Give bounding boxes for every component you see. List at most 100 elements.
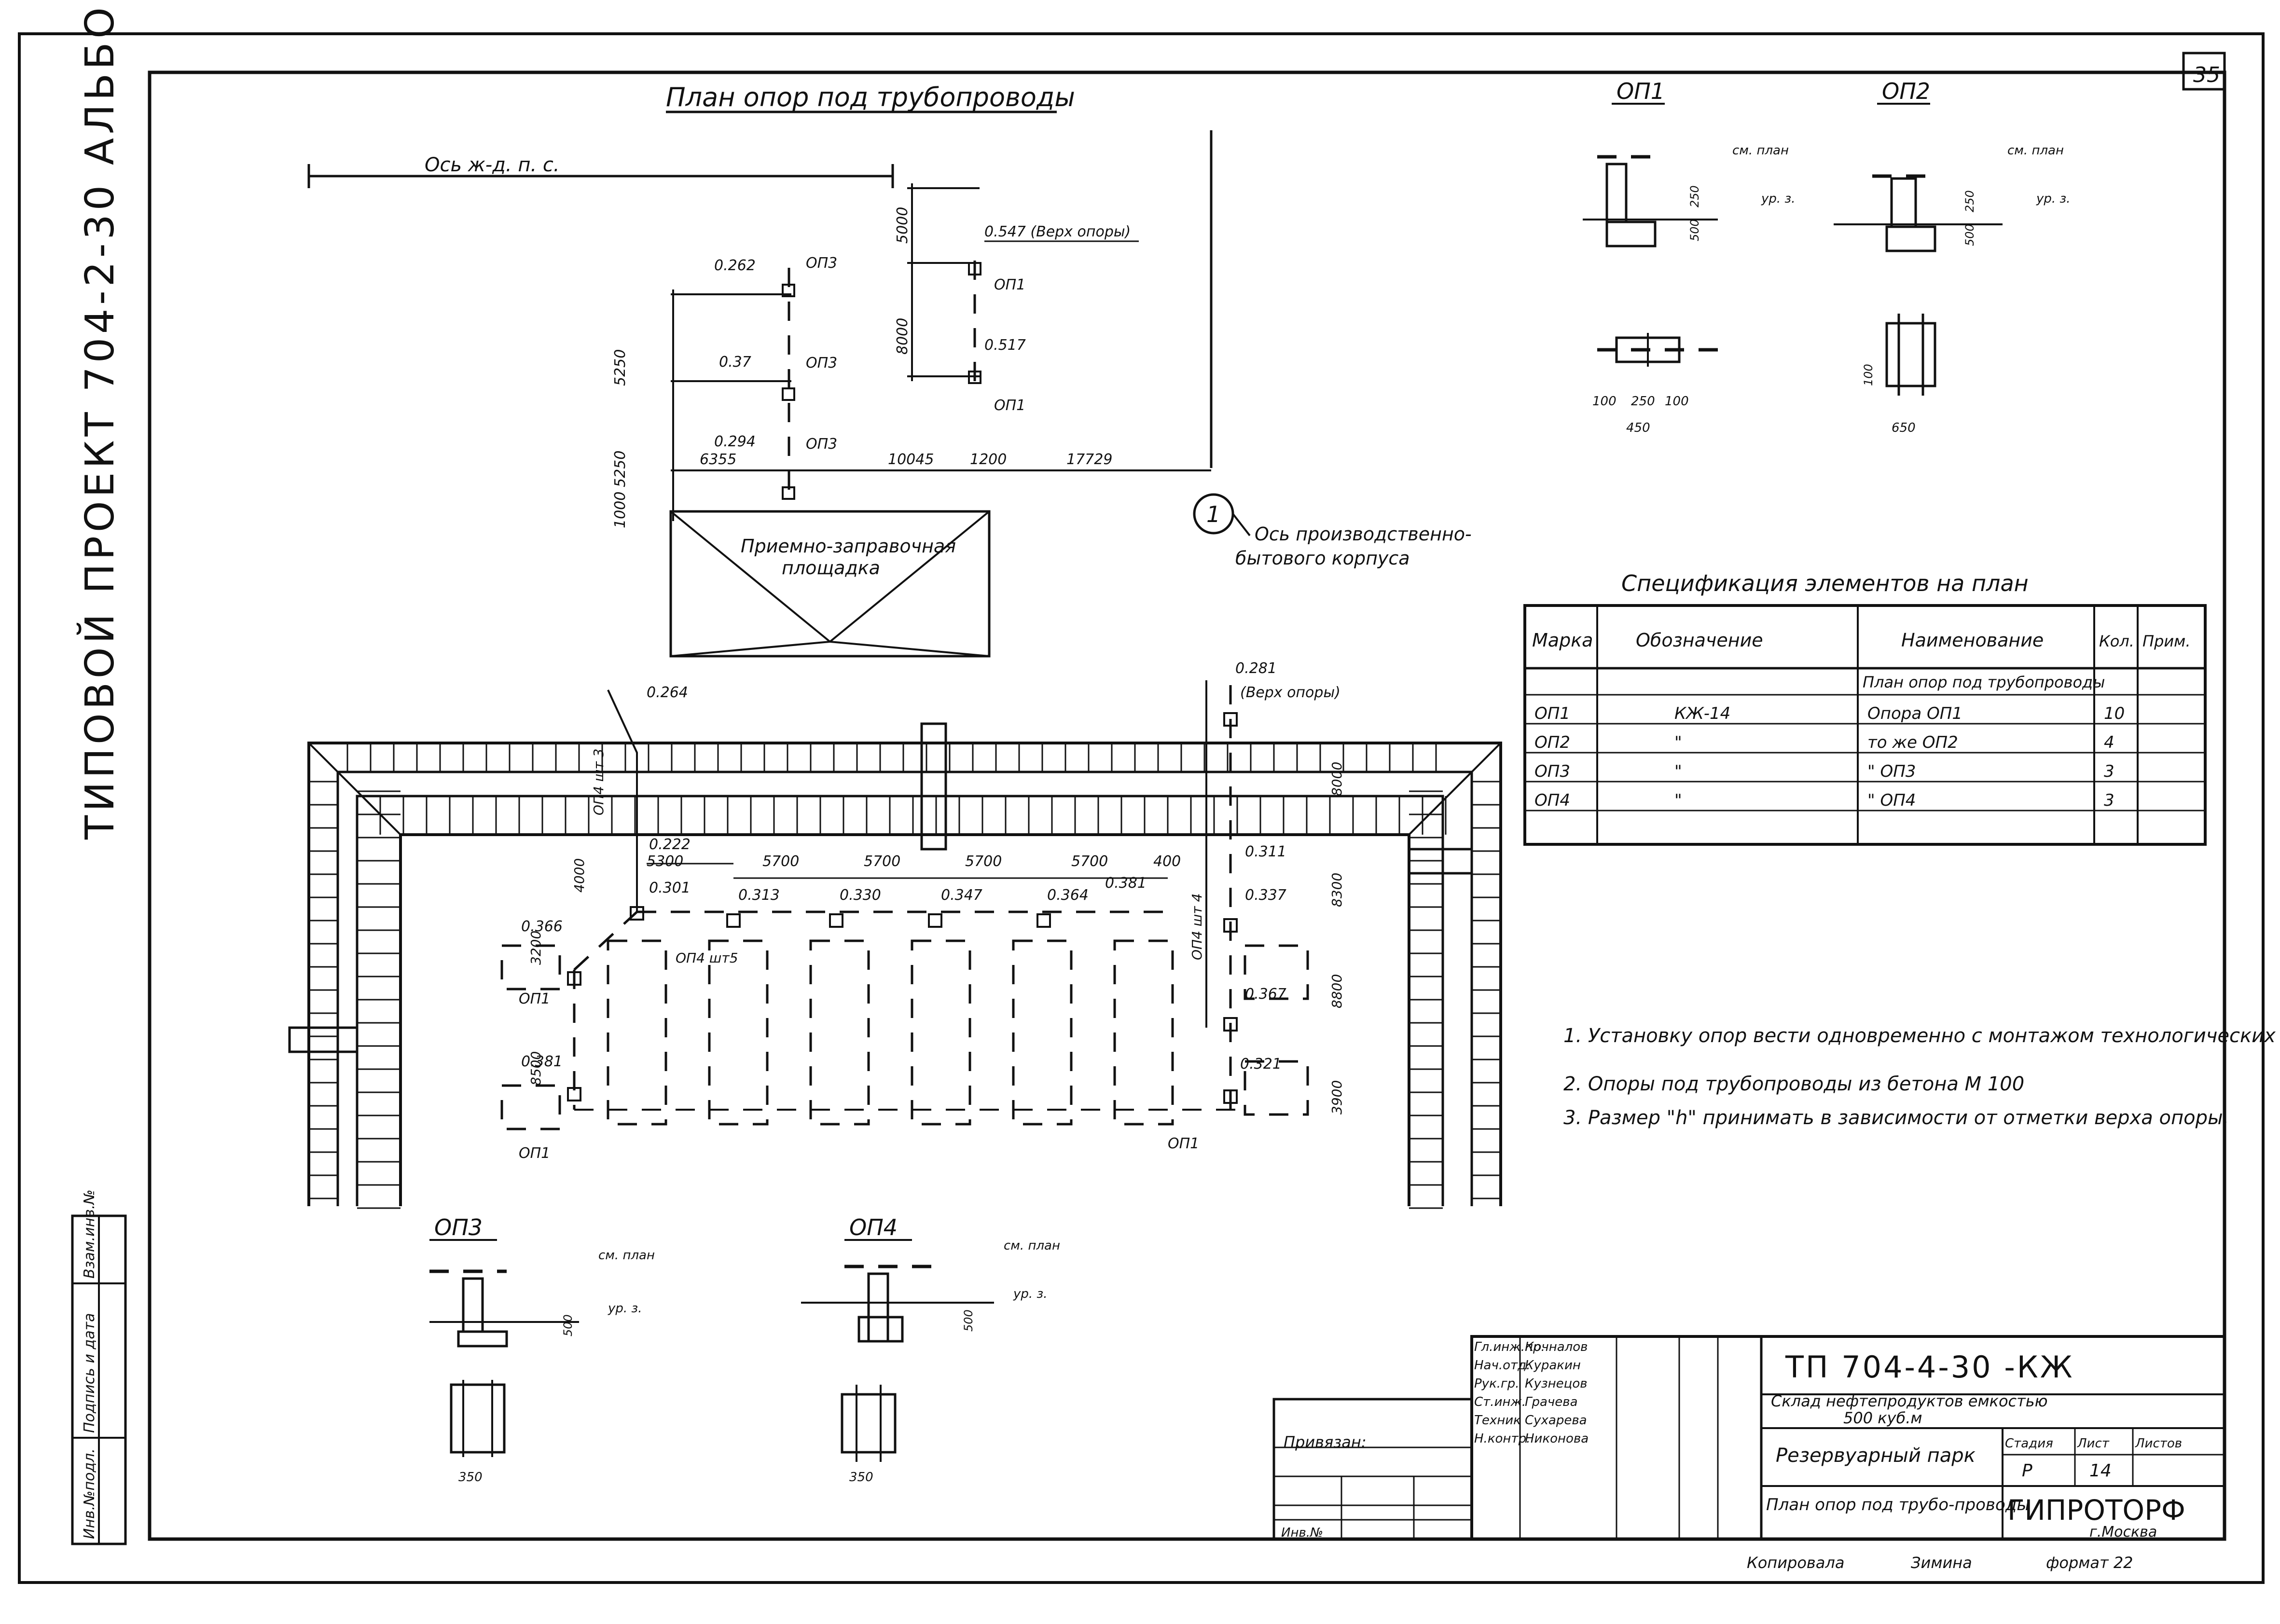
spec-header-qty: Кол. bbox=[2099, 632, 2134, 650]
spec-cell: 3 bbox=[2104, 762, 2114, 781]
op3-ground-label: см. план bbox=[598, 1248, 655, 1263]
spec-cell: 4 bbox=[2104, 733, 2114, 752]
stamp-inv: Инв.№подл. bbox=[81, 1448, 98, 1539]
plan-title: План опор под трубопроводы bbox=[666, 82, 1075, 112]
sheet-value: 14 bbox=[2089, 1461, 2112, 1481]
op2-title: ОП2 bbox=[1882, 78, 1930, 104]
svg-text:500: 500 bbox=[1963, 224, 1976, 246]
embankment-hatching bbox=[309, 743, 1501, 1209]
detail-op2: ОП2 см. план ур. з. 250 500 100 650 bbox=[1834, 78, 2071, 435]
lower-plan-labels: 0.264 0.281 (Верх опоры) 0.222 5300 0.30… bbox=[519, 660, 1345, 1162]
elev-0313: 0.313 bbox=[738, 887, 780, 904]
inv-label: Инв.№ bbox=[1281, 1526, 1323, 1540]
signer-name: Никонова bbox=[1525, 1431, 1589, 1446]
elev-0294: 0.294 bbox=[714, 433, 756, 450]
dim-10045: 10045 bbox=[888, 451, 934, 468]
op4-3-label: ОП4 шт 3 bbox=[591, 749, 607, 815]
spec-table: Марка Обозначение Наименование Кол. Прим… bbox=[1523, 604, 2207, 846]
elev-0366: 0.366 bbox=[521, 918, 563, 935]
upper-op3-a: ОП3 bbox=[806, 255, 837, 272]
elev-0330: 0.330 bbox=[840, 887, 881, 904]
dim-6355: 6355 bbox=[700, 451, 736, 468]
side-title: ТИПОВОЙ ПРОЕКТ 704-2-30 АЛЬБОМ I bbox=[76, 0, 123, 840]
stamp-sign-date: Подпись и дата bbox=[81, 1313, 98, 1433]
spec-header-name: Наименование bbox=[1901, 630, 2044, 651]
op3-title: ОП3 bbox=[434, 1214, 483, 1240]
elev-0381: 0.381 bbox=[1105, 875, 1147, 892]
svg-text:500: 500 bbox=[962, 1309, 975, 1332]
page-number: 35 bbox=[2193, 63, 2220, 87]
signer-name: Сухарева bbox=[1525, 1413, 1587, 1428]
op1-level-label: ур. з. bbox=[1761, 192, 1796, 206]
spec-title: Спецификация элементов на план bbox=[1621, 570, 2029, 596]
elev-0347: 0.347 bbox=[941, 887, 982, 904]
spec-cell: " bbox=[1674, 762, 1682, 781]
object-name-1: Склад нефтепродуктов емкостью bbox=[1771, 1392, 2048, 1410]
elev-0301: 0.301 bbox=[649, 880, 691, 896]
elev-0337: 0.337 bbox=[1245, 887, 1286, 904]
elev-037: 0.37 bbox=[719, 354, 751, 371]
tank-farm-embankment bbox=[288, 722, 1502, 1206]
dim-5250a: 5250 bbox=[612, 349, 629, 386]
spec-group-row: План опор под трубопроводы bbox=[1863, 673, 2105, 691]
dim-3200: 3200 bbox=[528, 931, 544, 965]
lower-op1-a: ОП1 bbox=[519, 991, 550, 1007]
signer-role: Техник bbox=[1474, 1413, 1521, 1428]
signer-name: Кочналов bbox=[1525, 1340, 1588, 1354]
op4-5-label: ОП4 шт5 bbox=[676, 950, 738, 966]
dim-5700d: 5700 bbox=[1071, 853, 1108, 870]
svg-text:100: 100 bbox=[1592, 394, 1617, 409]
signer-role: Н.контр. bbox=[1474, 1431, 1530, 1446]
part-name: Резервуарный парк bbox=[1776, 1445, 1976, 1467]
sheet-header: Лист bbox=[2077, 1436, 2110, 1451]
detail-op1: ОП1 см. план ур. з. 250 500 100 250 100 … bbox=[1583, 78, 1796, 435]
op1-ground-label: см. план bbox=[1732, 143, 1789, 158]
dim-8300: 8300 bbox=[1329, 873, 1345, 907]
op1-title: ОП1 bbox=[1617, 78, 1665, 104]
note-3: 3. Размер "h" принимать в зависимости от… bbox=[1563, 1107, 2229, 1129]
left-stamp: Инв.№подл. Подпись и дата Взам.инв.№ bbox=[71, 1189, 127, 1545]
dim-8800: 8800 bbox=[1329, 974, 1345, 1008]
signer-role: Гл.инж.пр. bbox=[1474, 1340, 1545, 1354]
title-block-signers: Гл.инж.пр.КочналовНач.отд.КуракинРук.гр.… bbox=[1474, 1340, 1589, 1446]
signer-role: Нач.отд. bbox=[1474, 1358, 1530, 1373]
op4-4-label: ОП4 шт 4 bbox=[1189, 894, 1205, 960]
dim-400: 400 bbox=[1153, 853, 1181, 870]
dim-8000-lower: 8000 bbox=[1329, 762, 1345, 796]
note-1: 1. Установку опор вести одновременно с м… bbox=[1563, 1025, 2280, 1047]
elev-0281: 0.281 bbox=[1235, 660, 1277, 677]
spec-cell: ОП2 bbox=[1534, 733, 1570, 752]
upper-op3-b: ОП3 bbox=[806, 355, 837, 372]
dim-5700c: 5700 bbox=[965, 853, 1002, 870]
dim-17729: 17729 bbox=[1066, 451, 1112, 468]
svg-text:650: 650 bbox=[1892, 421, 1916, 435]
svg-text:500: 500 bbox=[1688, 219, 1701, 241]
inner-frame bbox=[148, 70, 2226, 1541]
svg-text:350: 350 bbox=[458, 1470, 483, 1485]
platform-label-1: Приемно-заправочная bbox=[741, 536, 956, 557]
op4-title: ОП4 bbox=[849, 1214, 898, 1240]
spec-header-mark: Марка bbox=[1532, 630, 1593, 651]
dim-5700a: 5700 bbox=[762, 853, 799, 870]
spec-cell: " ОП4 bbox=[1867, 791, 1916, 810]
dim-5300: 5300 bbox=[647, 853, 683, 870]
spec-cell: то же ОП2 bbox=[1867, 733, 1958, 752]
signer-role: Рук.гр. bbox=[1474, 1376, 1519, 1391]
svg-text:250: 250 bbox=[1963, 190, 1976, 212]
notes: 1. Установку опор вести одновременно с м… bbox=[1563, 1025, 2280, 1129]
drawing-code: ТП 704-4-30 -КЖ bbox=[1785, 1349, 2074, 1385]
organization: ГИПРОТОРФ bbox=[2007, 1494, 2185, 1527]
page-number-box bbox=[2182, 52, 2226, 91]
lower-op1-b: ОП1 bbox=[519, 1145, 550, 1162]
copier-name: Зимина bbox=[1911, 1554, 1972, 1572]
dim-1000: 1000 bbox=[612, 492, 629, 528]
svg-text:500: 500 bbox=[561, 1314, 575, 1336]
spec-cell: ОП3 bbox=[1534, 762, 1570, 781]
rail-axis-label: Ось ж-д. п. с. bbox=[425, 154, 560, 176]
dim-8000: 8000 bbox=[894, 318, 911, 355]
spec-header-note: Прим. bbox=[2142, 632, 2190, 650]
svg-text:250: 250 bbox=[1631, 394, 1655, 409]
stamp-vzam: Взам.инв.№ bbox=[81, 1189, 98, 1279]
elev-0364: 0.364 bbox=[1047, 887, 1089, 904]
